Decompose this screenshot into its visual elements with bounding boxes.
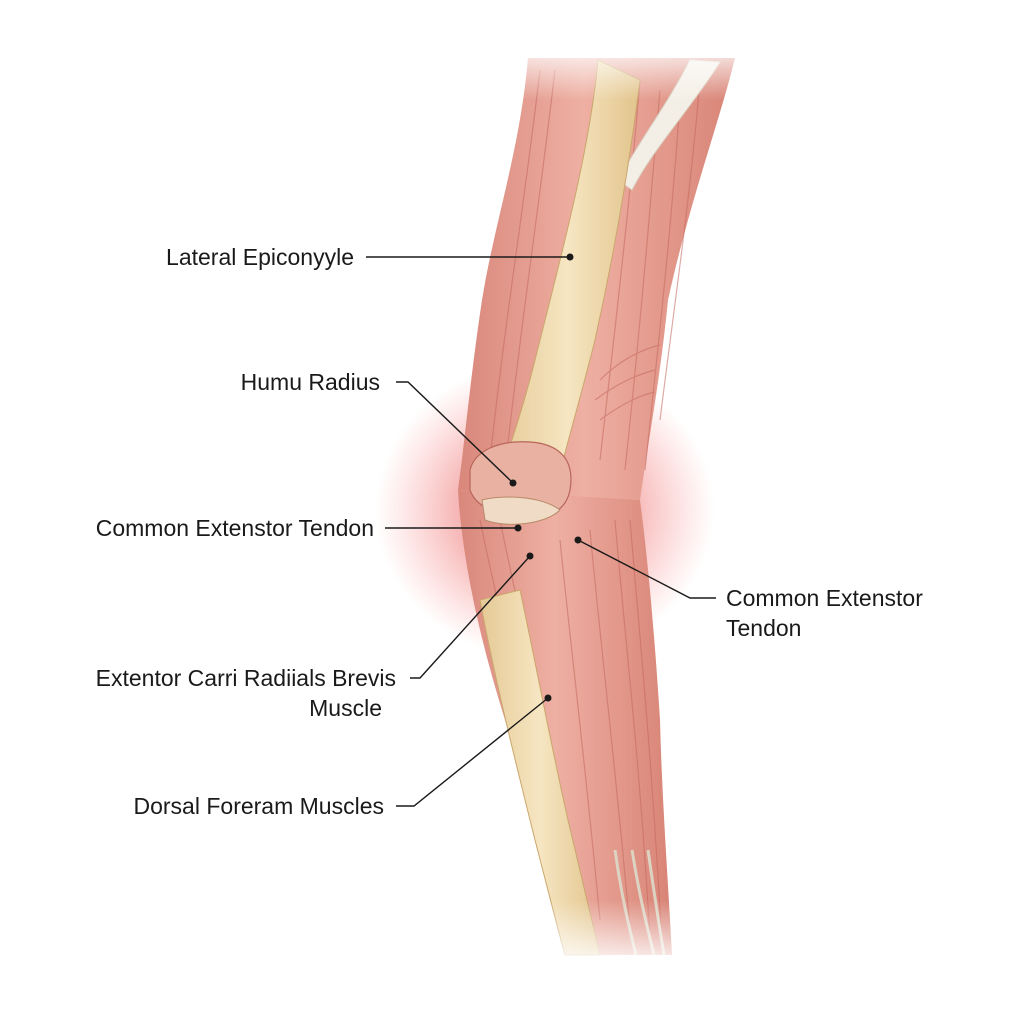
label-humu-radius: Humu Radius <box>240 369 380 395</box>
label-common-extensor-line1: Common Extenstor <box>726 585 923 611</box>
label-common-extensor-tendon-right: Common Extenstor Tendon <box>726 583 1006 643</box>
label-dorsal-forearm-muscles: Dorsal Foreram Muscles <box>133 793 385 819</box>
label-lateral-epicondyle: Lateral Epiconyyle <box>166 244 354 270</box>
label-common-extensor-tendon-left: Common Extenstor Tendon <box>95 515 374 541</box>
label-common-extensor-line2: Tendon <box>726 615 802 641</box>
label-ecrb-line2: Muscle <box>309 695 382 721</box>
joint-capsule <box>481 496 561 525</box>
label-ecrb-muscle: Extentor Carri Radiials Brevis Muscle <box>20 663 396 723</box>
label-ecrb-line1: Extentor Carri Radiials Brevis <box>95 665 396 691</box>
leader-dots <box>509 253 582 702</box>
leader-lines <box>366 256 716 807</box>
